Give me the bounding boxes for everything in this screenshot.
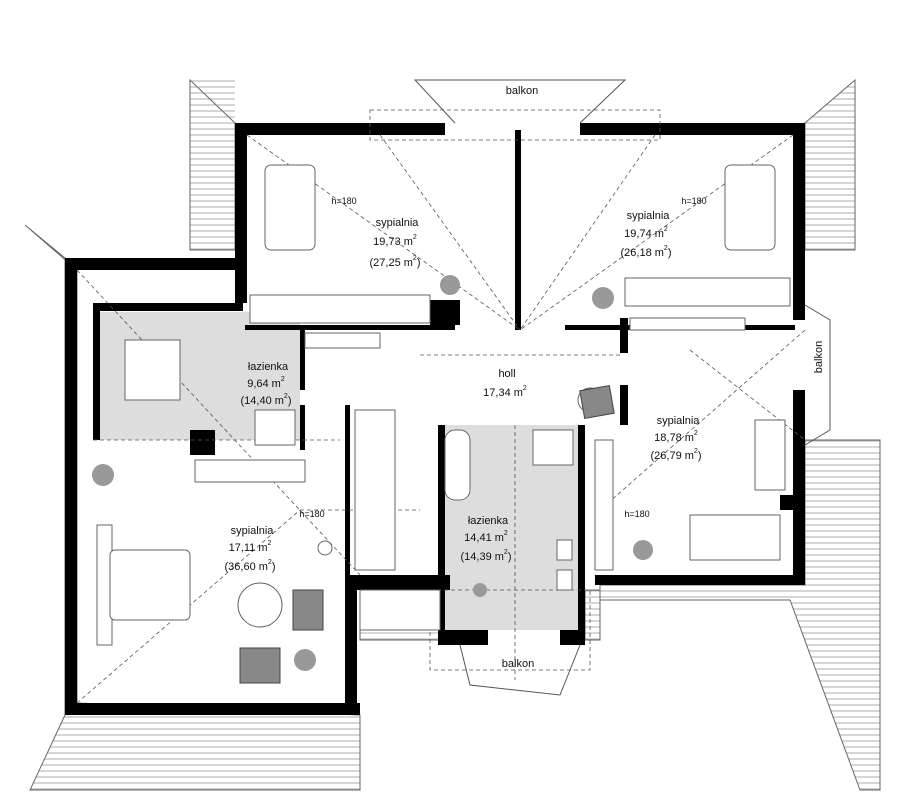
svg-text:sypialnia: sypialnia [627, 210, 671, 222]
balcony-outlines [369, 79, 831, 696]
svg-text:(36,60 m2): (36,60 m2) [225, 559, 276, 573]
svg-text:(27,25 m2): (27,25 m2) [370, 255, 421, 269]
height-label: h=180 [624, 509, 649, 519]
height-label: h=180 [299, 509, 324, 519]
svg-text:sypialnia: sypialnia [231, 525, 275, 537]
room-label-bedroom-2: sypialnia 19,74 m2 (26,18 m2) [621, 210, 672, 259]
balcony-label-bottom: balkon [502, 658, 534, 670]
room-label-bathroom-1: łazienka 9,64 m2 (14,40 m2) [241, 361, 292, 407]
height-label: h=180 [331, 196, 356, 206]
height-label: h=180 [681, 196, 706, 206]
balcony-label-right: balkon [813, 341, 825, 373]
balcony-label-top: balkon [506, 85, 538, 97]
stairs [359, 589, 441, 631]
svg-text:14,41 m2: 14,41 m2 [464, 530, 508, 544]
svg-text:łazienka: łazienka [248, 361, 289, 373]
svg-text:(26,79 m2): (26,79 m2) [651, 448, 702, 462]
room-label-bedroom-3: sypialnia 18,78 m2 (26,79 m2) [651, 415, 702, 462]
svg-text:19,74 m2: 19,74 m2 [624, 226, 668, 240]
walls [65, 123, 805, 715]
svg-text:19,73 m2: 19,73 m2 [373, 234, 417, 248]
room-label-bedroom-1: sypialnia 19,73 m2 (27,25 m2) [370, 217, 421, 269]
svg-text:9,64 m2: 9,64 m2 [247, 376, 285, 390]
svg-text:(26,18 m2): (26,18 m2) [621, 245, 672, 259]
room-label-bathroom-2: łazienka 14,41 m2 (14,39 m2) [461, 515, 512, 563]
svg-text:łazienka: łazienka [468, 515, 509, 527]
svg-text:sypialnia: sypialnia [376, 217, 420, 229]
furniture [92, 164, 791, 684]
svg-text:sypialnia: sypialnia [657, 415, 701, 427]
svg-text:(14,40 m2): (14,40 m2) [241, 393, 292, 407]
roof-hatching [24, 78, 881, 791]
svg-text:18,78 m2: 18,78 m2 [654, 430, 698, 444]
room-label-bedroom-4: sypialnia 17,11 m2 (36,60 m2) [225, 525, 276, 573]
svg-text:(14,39 m2): (14,39 m2) [461, 549, 512, 563]
svg-text:holl: holl [498, 368, 515, 380]
room-label-holl: holl 17,34 m2 [483, 368, 527, 399]
svg-text:17,34 m2: 17,34 m2 [483, 385, 527, 399]
svg-text:17,11 m2: 17,11 m2 [229, 540, 272, 554]
